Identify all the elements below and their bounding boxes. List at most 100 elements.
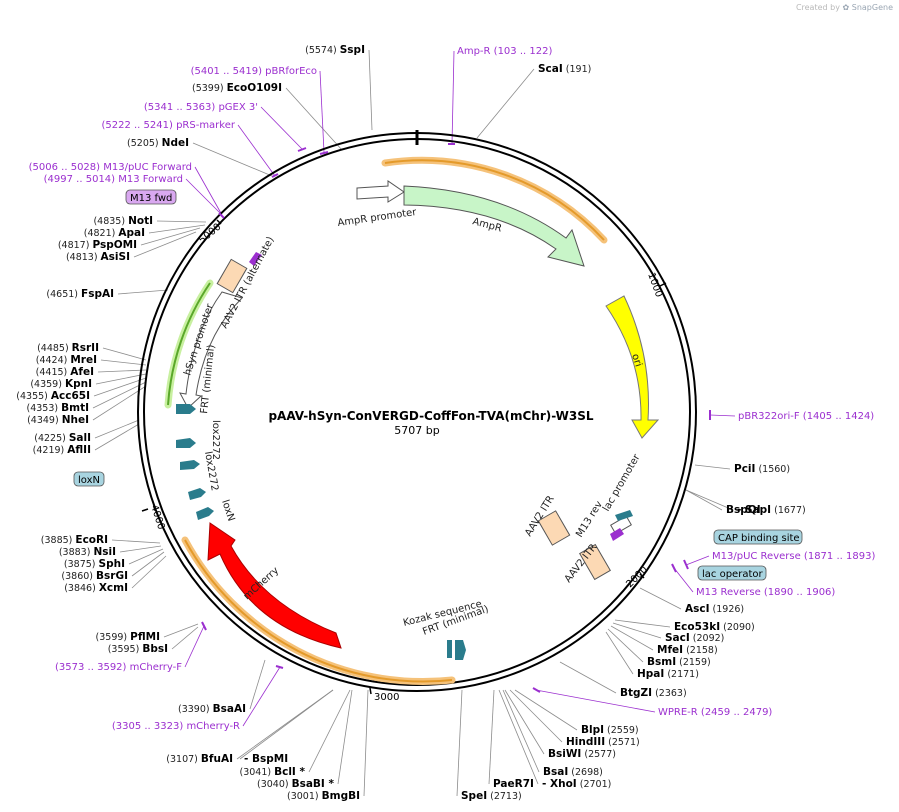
primer-leader-line bbox=[237, 124, 276, 177]
site-sali: (4225) SalI bbox=[34, 432, 91, 444]
primer-pbr322ori-f: pBR322ori-F (1405 .. 1424) bbox=[738, 411, 874, 422]
site-leader-line bbox=[102, 347, 147, 361]
primer-m13-puc-forward: (5006 .. 5028) M13/pUC Forward bbox=[29, 162, 192, 173]
site-label: HindIII (2571) bbox=[566, 736, 640, 748]
site-label: (3875) SphI bbox=[64, 558, 125, 570]
primer-prs-marker: (5222 .. 5241) pRS-marker bbox=[101, 120, 235, 131]
primer-label: WPRE-R (2459 .. 2479) bbox=[658, 707, 772, 718]
site-bcli: (3041) BclI * bbox=[240, 766, 306, 778]
site-label: (3390) BsaAI bbox=[178, 703, 246, 715]
site-label: PaeR7I bbox=[493, 778, 534, 790]
site-label: (4817) PspOMI bbox=[58, 239, 137, 251]
feature-label-loxn: loxN bbox=[219, 499, 236, 523]
primer-label: (5401 .. 5419) pBRforEco bbox=[191, 66, 317, 77]
site-btgzi: BtgZI (2363) bbox=[620, 687, 687, 699]
site-leader-line bbox=[131, 555, 167, 589]
snapgene-credit: Created by ✿ SnapGene bbox=[796, 3, 893, 12]
site-label: BlpI (2559) bbox=[581, 724, 639, 736]
site-leader-line bbox=[117, 289, 169, 295]
tick-label-4000: 4000 bbox=[148, 504, 166, 532]
site-label: (3860) BsrGI bbox=[61, 570, 128, 582]
site-label: (4225) SalI bbox=[34, 432, 91, 444]
tick-mark-5000 bbox=[216, 219, 222, 225]
site-leader-line bbox=[368, 49, 373, 131]
site-leader-line bbox=[559, 661, 617, 694]
site-label: (5205) NdeI bbox=[127, 137, 189, 149]
tick-mark-2000 bbox=[639, 573, 645, 579]
site-label: (4821) ApaI bbox=[84, 227, 145, 239]
primer-leader-line bbox=[685, 555, 710, 566]
site-bmti: (4353) BmtI bbox=[27, 402, 89, 414]
site-leader-line bbox=[685, 489, 723, 511]
site-leader-line bbox=[607, 628, 644, 663]
primer-leader-line bbox=[535, 689, 656, 713]
site-label: HpaI (2171) bbox=[637, 668, 699, 680]
site-leader-line bbox=[605, 631, 634, 675]
site-leader-line bbox=[131, 551, 165, 577]
primer-label: (3305 .. 3323) mCherry-R bbox=[112, 721, 240, 732]
feature-ampr-promoter bbox=[356, 180, 405, 203]
site-leader-line bbox=[94, 423, 140, 451]
site-label: (4813) AsiSI bbox=[66, 251, 130, 263]
site-label: - BspMI bbox=[244, 753, 288, 765]
site-leader-line bbox=[148, 224, 206, 234]
site-label: PciI (1560) bbox=[734, 463, 790, 475]
site-apai: (4821) ApaI bbox=[84, 227, 145, 239]
label-loxn: loxN bbox=[78, 475, 100, 486]
site-scai: ScaI (191) bbox=[538, 63, 591, 75]
site-bbsi: (3595) BbsI bbox=[108, 643, 168, 655]
site-label: (4415) AfeI bbox=[36, 366, 94, 378]
m13-rev-arrow bbox=[610, 528, 624, 541]
lox2272-arrow-1 bbox=[176, 438, 196, 448]
site-label: (4355) Acc65I bbox=[16, 390, 90, 402]
primer-leader-line bbox=[260, 106, 303, 150]
primer-pbrforeco: (5401 .. 5419) pBRforEco bbox=[191, 66, 317, 77]
site-label: (5399) EcoO109I bbox=[192, 82, 282, 94]
site-spei: SpeI (2713) bbox=[461, 790, 522, 802]
site-nsii: (3883) NsiI bbox=[59, 546, 116, 558]
site-mfei: MfeI (2158) bbox=[657, 644, 718, 656]
site-leader-line bbox=[456, 689, 463, 797]
site-label: (3040) BsaBI * bbox=[257, 778, 335, 790]
primer-mark-mcherry-f bbox=[201, 621, 207, 631]
feature-aav2-itr-2 bbox=[579, 543, 611, 581]
site-bsiwi: BsiWI (2577) bbox=[548, 748, 616, 760]
loxn-arrow-1 bbox=[188, 488, 206, 500]
label-box-m13-fwd: M13 fwd bbox=[125, 189, 177, 205]
site-label: (4353) BmtI bbox=[27, 402, 89, 414]
site-leader-line bbox=[92, 385, 147, 421]
site-asci: AscI (1926) bbox=[685, 603, 744, 615]
site-xcmi: (3846) XcmI bbox=[64, 582, 128, 594]
site-acc65i: (4355) Acc65I bbox=[16, 390, 90, 402]
site-mrei: (4424) MreI bbox=[36, 354, 97, 366]
primer-mark-pgex bbox=[297, 147, 307, 152]
site-leader-line bbox=[308, 689, 351, 773]
primer-m13-reverse: M13 Reverse (1890 .. 1906) bbox=[696, 587, 835, 598]
site-leader-line bbox=[694, 464, 731, 470]
site-leader-line bbox=[285, 87, 343, 151]
label-cap-binding-site: CAP binding site bbox=[718, 533, 800, 544]
primer-mark-m13-fwd bbox=[218, 212, 225, 219]
label-box-lac-operator: lac operator bbox=[697, 565, 767, 581]
label-box-cap: CAP binding site bbox=[713, 529, 803, 545]
tick-mark-1000 bbox=[659, 282, 667, 287]
primer-leader-line bbox=[451, 50, 455, 145]
site-rsrii: (4485) RsrII bbox=[37, 342, 99, 354]
site-label: (4424) MreI bbox=[36, 354, 97, 366]
site-leader-line bbox=[488, 689, 495, 785]
orf-line-top bbox=[384, 159, 605, 241]
site-leader-line bbox=[163, 623, 199, 638]
site-bspqi: BspQI bbox=[726, 504, 761, 516]
site-leader-line bbox=[192, 142, 273, 177]
site-leader-line bbox=[92, 381, 147, 409]
primer-pgex-3: (5341 .. 5363) pGEX 3' bbox=[144, 102, 258, 113]
site-leader-line bbox=[337, 689, 353, 785]
site-label: (3846) XcmI bbox=[64, 582, 128, 594]
site-bsmi: BsmI (2159) bbox=[647, 656, 711, 668]
primer-mark-mcherry-r bbox=[275, 665, 284, 669]
frt-arrow-2 bbox=[455, 640, 466, 660]
site-leader-line bbox=[100, 359, 147, 366]
tick-label-2000: 2000 bbox=[624, 564, 650, 590]
site-sapi: - SapI (1677) bbox=[737, 504, 806, 516]
site-label: (3107) BfuAI bbox=[166, 753, 233, 765]
